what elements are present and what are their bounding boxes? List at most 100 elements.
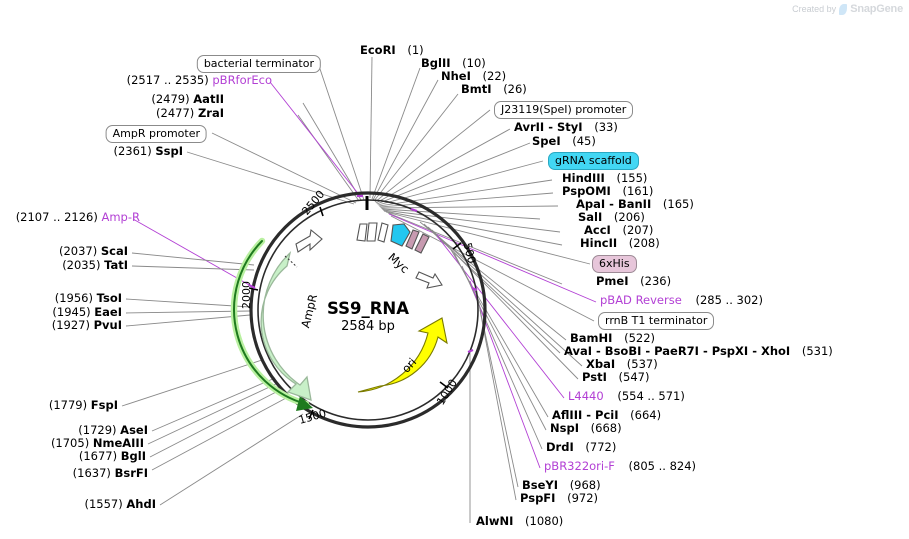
- label-BamHI[interactable]: BamHI (522): [570, 332, 655, 345]
- label-TsoI-name: TsoI: [96, 291, 122, 305]
- label-HindIII-name: HindIII: [562, 171, 605, 185]
- label-Amp-R-pos: (2107 .. 2126): [15, 210, 98, 224]
- label-NmeAIII[interactable]: (1705) NmeAIII: [51, 437, 144, 450]
- ring-ticks: [248, 196, 462, 420]
- label-ScaI-pos: (2037): [58, 244, 98, 258]
- label-AccI[interactable]: AccI (207): [584, 224, 653, 237]
- label-BseYI[interactable]: BseYI (968): [522, 479, 601, 492]
- label-DrdI[interactable]: DrdI (772): [546, 441, 616, 454]
- label-BmtI[interactable]: BmtI (26): [461, 83, 527, 96]
- label-j23119-promoter[interactable]: J23119(SpeI) promoter: [494, 101, 634, 119]
- label-SspI-pos: (2361): [113, 144, 152, 158]
- label-SpeI[interactable]: SpeI (45): [532, 135, 596, 148]
- label-AflIII-PciI-pos: (664): [630, 408, 662, 422]
- label-PmeI-name: PmeI: [596, 274, 629, 288]
- label-PstI[interactable]: PstI (547): [582, 371, 649, 384]
- label-rrnb-t1-terminator[interactable]: rrnB T1 terminator: [598, 312, 715, 330]
- label-TsoI[interactable]: (1956) TsoI: [55, 292, 122, 305]
- label-PvuI[interactable]: (1927) PvuI: [52, 319, 122, 332]
- label-NspI-pos: (668): [590, 421, 622, 435]
- label-AseI[interactable]: (1729) AseI: [78, 424, 148, 437]
- label-NheI[interactable]: NheI (22): [441, 70, 506, 83]
- label-FspI[interactable]: (1779) FspI: [49, 399, 118, 412]
- label-6xhis[interactable]: 6xHis: [592, 255, 637, 273]
- label-pBAD-Reverse-pos: (285 .. 302): [695, 293, 763, 307]
- label-ZraI[interactable]: (2477) ZraI: [156, 107, 224, 120]
- label-AvaI-group-pos: (531): [801, 344, 833, 358]
- label-BamHI-pos: (522): [624, 331, 656, 345]
- label-BglII-pos: (10): [462, 56, 486, 70]
- label-BmtI-pos: (26): [503, 82, 527, 96]
- label-pBAD-Reverse[interactable]: pBAD Reverse (285 .. 302): [600, 294, 763, 307]
- label-PmeI[interactable]: PmeI (236): [596, 275, 671, 288]
- label-BglI[interactable]: (1677) BglI: [79, 450, 146, 463]
- label-BmtI-name: BmtI: [461, 82, 492, 96]
- label-BamHI-name: BamHI: [570, 331, 613, 345]
- label-PvuI-pos: (1927): [51, 318, 90, 332]
- label-PspFI-pos: (972): [567, 491, 599, 505]
- label-SalI-pos: (206): [613, 210, 645, 224]
- label-AatII-pos: (2479): [151, 92, 190, 106]
- label-SspI-name: SspI: [155, 144, 183, 158]
- label-AhdI-name: AhdI: [126, 497, 156, 511]
- label-pBR322ori-F[interactable]: pBR322ori-F (805 .. 824): [544, 460, 696, 473]
- label-HincII[interactable]: HincII (208): [580, 237, 660, 250]
- label-PstI-name: PstI: [582, 370, 607, 384]
- label-PspFI-name: PspFI: [520, 491, 556, 505]
- label-AflIII-PciI-name: AflIII - PciI: [552, 408, 619, 422]
- label-EaeI[interactable]: (1945) EaeI: [52, 306, 122, 319]
- label-bacterial-terminator[interactable]: bacterial terminator: [196, 55, 321, 73]
- label-pBR322ori-F-name: pBR322ori-F: [544, 459, 615, 473]
- label-AlwNI-name: AlwNI: [476, 514, 514, 528]
- label-L4440[interactable]: L4440 (554 .. 571): [568, 390, 685, 403]
- label-AlwNI-pos: (1080): [525, 514, 564, 528]
- label-Amp-R[interactable]: (2107 .. 2126) Amp-R: [16, 211, 140, 224]
- label-TatI[interactable]: (2035) TatI: [62, 259, 128, 272]
- label-DrdI-pos: (772): [585, 440, 617, 454]
- label-AhdI[interactable]: (1557) AhdI: [84, 498, 156, 511]
- snapgene-watermark: Created by SnapGene: [792, 3, 903, 15]
- label-BsrFI-pos: (1637): [72, 466, 111, 480]
- feature-label-ampr: AmpR: [298, 293, 320, 330]
- label-SspI[interactable]: (2361) SspI: [113, 145, 183, 158]
- label-Amp-R-name: Amp-R: [101, 210, 140, 224]
- label-BglII-name: BglII: [421, 56, 451, 70]
- label-pBRforEco[interactable]: (2517 .. 2535) pBRforEco: [127, 74, 272, 87]
- label-FspI-pos: (1779): [48, 398, 88, 412]
- label-NspI[interactable]: NspI (668): [550, 422, 622, 435]
- label-BglII[interactable]: BglII (10): [421, 57, 486, 70]
- label-AvrII-StyI[interactable]: AvrII - StyI (33): [514, 121, 618, 134]
- label-BsrFI[interactable]: (1637) BsrFI: [73, 467, 148, 480]
- label-ApaI-BanII-pos: (165): [662, 197, 694, 211]
- label-NheI-name: NheI: [441, 69, 471, 83]
- label-SalI-name: SalI: [578, 210, 603, 224]
- label-PspOMI[interactable]: PspOMI (161): [562, 185, 653, 198]
- label-HindIII-pos: (155): [616, 171, 648, 185]
- label-TsoI-pos: (1956): [54, 291, 93, 305]
- snapgene-leaf-icon: [839, 3, 848, 15]
- label-grna-scaffold[interactable]: gRNA scaffold: [548, 152, 639, 170]
- label-EcoRI[interactable]: EcoRI (1): [360, 44, 424, 57]
- feature-label-myc: Myc: [385, 250, 412, 276]
- label-PspOMI-name: PspOMI: [562, 184, 611, 198]
- label-ScaI[interactable]: (2037) ScaI: [59, 245, 128, 258]
- label-ApaI-BanII[interactable]: ApaI - BanII (165): [576, 198, 694, 211]
- label-BsrFI-name: BsrFI: [114, 466, 148, 480]
- label-AvaI-group-name: AvaI - BsoBI - PaeR7I - PspXI - XhoI: [564, 344, 791, 358]
- label-BglI-pos: (1677): [78, 449, 118, 463]
- label-AvaI-group[interactable]: AvaI - BsoBI - PaeR7I - PspXI - XhoI (53…: [564, 345, 833, 358]
- label-ampr-promoter[interactable]: AmpR promoter: [105, 125, 207, 143]
- label-SalI[interactable]: SalI (206): [578, 211, 645, 224]
- label-AatII[interactable]: (2479) AatII: [151, 93, 224, 106]
- label-AflIII-PciI[interactable]: AflIII - PciI (664): [552, 409, 661, 422]
- label-PvuI-name: PvuI: [93, 318, 122, 332]
- label-AlwNI[interactable]: AlwNI (1080): [476, 515, 563, 528]
- label-HindIII[interactable]: HindIII (155): [562, 172, 647, 185]
- label-PspFI[interactable]: PspFI (972): [520, 492, 598, 505]
- label-AhdI-pos: (1557): [84, 497, 123, 511]
- feature-ori-arrow: ori: [357, 317, 448, 393]
- plasmid-size: 2584 bp: [341, 319, 395, 334]
- label-ZraI-pos: (2477): [156, 106, 195, 120]
- label-XbaI[interactable]: XbaI (537): [586, 358, 658, 371]
